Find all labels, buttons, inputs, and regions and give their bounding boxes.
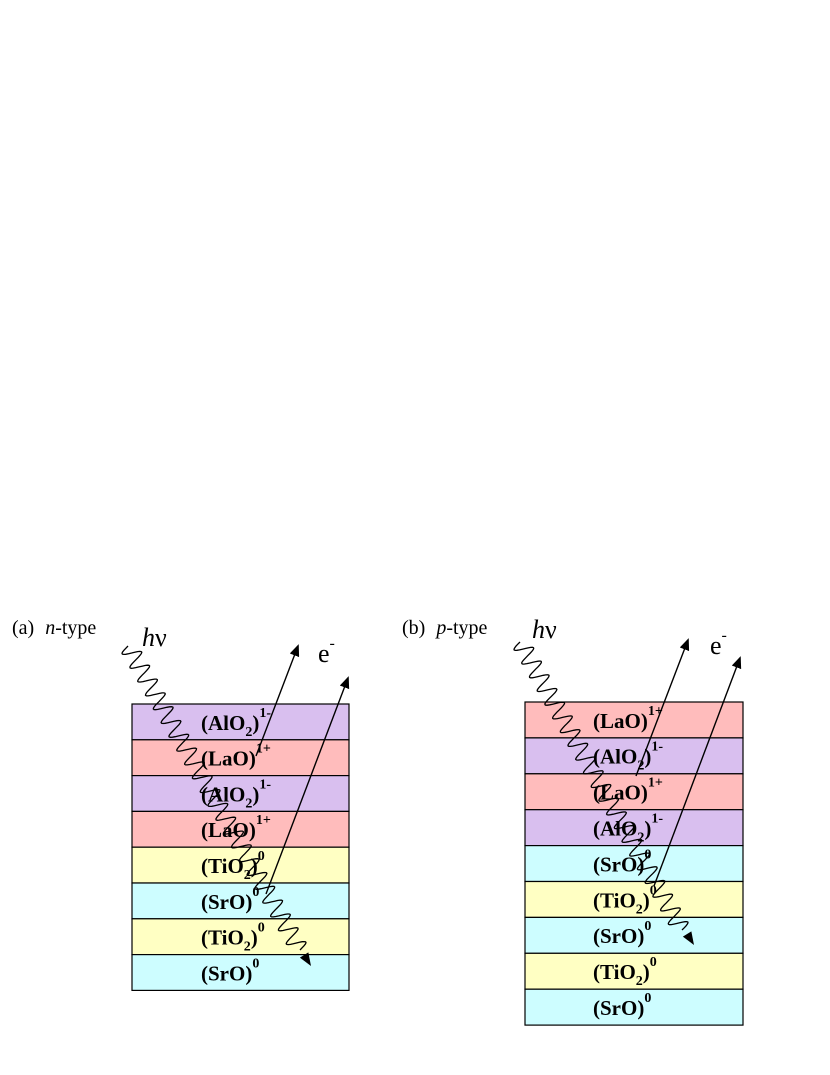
panel-a-n-type: (a) n-type hν e- (AlO2)1-(LaO)1+(AlO2)1-… bbox=[12, 617, 350, 991]
layer-formula: (LaO)1+ bbox=[201, 742, 271, 771]
layer-band bbox=[131, 703, 350, 741]
layer-a-4: (TiO2)0 bbox=[131, 846, 350, 884]
layer-b-8: (SrO)0 bbox=[524, 988, 744, 1026]
layer-formula: (TiO2)0 bbox=[593, 883, 657, 917]
photon-arrowhead-b bbox=[682, 931, 694, 945]
photoelectron-arrow-b2 bbox=[653, 656, 742, 887]
panel-a-label: (a) n-type bbox=[12, 617, 96, 639]
layer-b-4: (SrO)0 bbox=[524, 844, 744, 883]
panel-b-p-type: (b) p-type hν e- (LaO)1+(AlO2)1-(LaO)1+ (… bbox=[402, 615, 744, 1026]
layer-band bbox=[524, 988, 744, 1026]
layer-band bbox=[524, 952, 744, 990]
photoelectron-arrow-a2 bbox=[265, 676, 350, 895]
layer-formula: (AlO2)1- bbox=[201, 777, 271, 811]
layer-formula: (SrO)0 bbox=[593, 991, 651, 1020]
layer-formula: (TiO2)0 bbox=[593, 955, 657, 989]
photon-arrowhead-a bbox=[299, 952, 311, 966]
electron-label-a: e- bbox=[318, 635, 335, 668]
layer-band bbox=[524, 880, 744, 919]
layer-stack-b: (LaO)1+(AlO2)1-(LaO)1+(AlO2)1-(SrO)0(TiO… bbox=[524, 701, 744, 1026]
layer-b-6: (SrO)0 bbox=[524, 916, 744, 954]
layer-formula: (TiO2)0 bbox=[201, 849, 265, 883]
layer-band bbox=[524, 773, 744, 811]
photon-label-a: hν bbox=[142, 623, 167, 652]
panel-b-label: (b) p-type bbox=[402, 617, 488, 639]
layer-b-5: (TiO2)0 bbox=[524, 880, 744, 919]
layer-band bbox=[131, 953, 350, 991]
layer-a-3: (LaO)1+ bbox=[131, 810, 350, 848]
layer-b-2: (LaO)1+ bbox=[524, 773, 744, 811]
layer-formula: (SrO)0 bbox=[201, 956, 259, 985]
layer-formula: (AlO2)1- bbox=[201, 706, 271, 740]
layer-band bbox=[131, 918, 350, 956]
layer-formula: (TiO2)0 bbox=[201, 921, 265, 955]
photon-label-b: hν bbox=[532, 615, 557, 644]
photon-wave-a bbox=[121, 645, 307, 951]
photoelectron-arrow-a1 bbox=[255, 644, 300, 757]
electron-label-b: e- bbox=[710, 627, 727, 660]
layer-formula: (AlO2)1- bbox=[593, 740, 663, 774]
layer-band bbox=[131, 774, 350, 812]
photoelectron-arrow-b1 bbox=[635, 638, 690, 777]
layer-a-7: (SrO)0 bbox=[131, 953, 350, 991]
layer-a-2: (AlO2)1- bbox=[131, 774, 350, 812]
layer-band bbox=[524, 737, 744, 775]
layer-a-5: (SrO)0 bbox=[131, 882, 350, 920]
layer-a-0: (AlO2)1- bbox=[131, 703, 350, 741]
layer-formula: (SrO)0 bbox=[201, 885, 259, 914]
layer-b-7: (TiO2)0 bbox=[524, 952, 744, 990]
layer-b-0: (LaO)1+ bbox=[524, 701, 744, 739]
layer-a-6: (TiO2)0 bbox=[131, 918, 350, 956]
layer-a-1: (LaO)1+ bbox=[131, 739, 350, 777]
layer-band bbox=[524, 844, 744, 883]
layer-band bbox=[131, 846, 350, 884]
layer-b-1: (AlO2)1- bbox=[524, 737, 744, 775]
layer-formula: (SrO)0 bbox=[593, 919, 651, 948]
layer-band bbox=[131, 810, 350, 848]
